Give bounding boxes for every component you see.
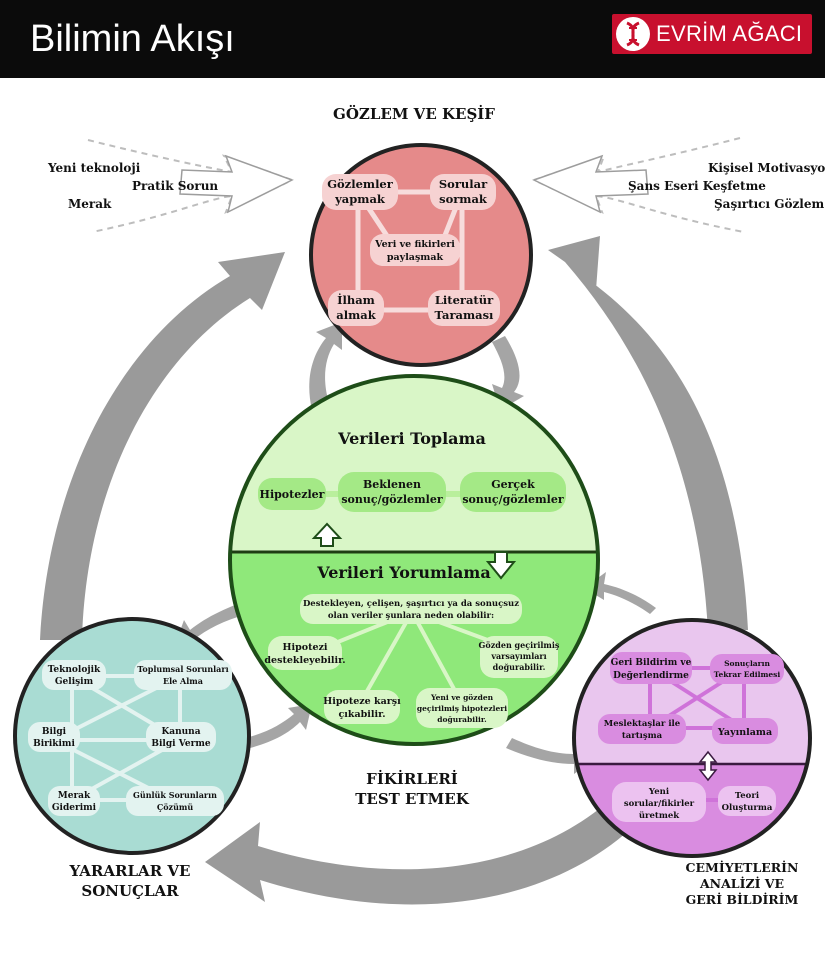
page-title: Bilimin Akışı — [30, 18, 235, 60]
cycle-arrows — [40, 236, 748, 905]
input-curiosity: Merak — [68, 197, 112, 211]
cycle-arrow-bottom — [205, 800, 640, 905]
left-input-arrow — [87, 139, 295, 233]
community-title-line1: CEMİYETLERİN — [686, 860, 799, 875]
evrim-agaci-logo[interactable]: EVRİM AĞACI — [612, 14, 812, 54]
svg-text:Yayınlama: Yayınlama — [717, 727, 772, 738]
collect-title: Verileri Toplama — [337, 429, 486, 448]
down-arrow-icon — [485, 551, 517, 580]
input-practical-problem: Pratik Sorun — [132, 179, 218, 193]
input-new-technology: Yeni teknoloji — [47, 161, 141, 175]
interpret-intro: Destekleyen, çelişen, şaşırtıcı ya da so… — [300, 594, 522, 624]
right-input-arrow — [531, 137, 745, 233]
svg-text:Destekleyen, çelişen, şaşırtıc: Destekleyen, çelişen, şaşırtıcı ya da so… — [303, 599, 519, 621]
cycle-arrow-left — [40, 252, 285, 640]
community-title-line2: ANALİZİ VE — [699, 876, 784, 891]
benefits-title-line1: YARARLAR VE — [69, 862, 191, 880]
observation-title: GÖZLEM VE KEŞİF — [333, 104, 495, 123]
testing-title-line2: TEST ETMEK — [355, 790, 469, 808]
header-bar: Bilimin Akışı EVRİM AĞACI — [0, 0, 825, 78]
cycle-arrow-right — [548, 236, 748, 632]
community-title-line3: GERİ BİLDİRİM — [686, 892, 799, 907]
collect-node-hypotheses: Hipotezler — [258, 478, 326, 510]
community-node-publish: Yayınlama — [712, 718, 778, 744]
svg-text:Hipotezler: Hipotezler — [260, 488, 325, 501]
up-arrow-icon — [311, 522, 343, 547]
double-arrow-icon — [698, 750, 718, 782]
arrow-center-to-community — [506, 738, 594, 774]
connector-arrows — [174, 322, 656, 774]
arrow-observation-to-center — [492, 336, 524, 410]
benefits-title-line2: SONUÇLAR — [81, 882, 179, 900]
arrow-community-to-center — [584, 572, 656, 614]
arrow-benefits-to-center — [246, 704, 312, 748]
interpret-title: Verileri Yorumlama — [316, 563, 490, 582]
testing-title-line1: FİKİRLERİ — [366, 769, 458, 788]
arrow-center-to-observation — [309, 322, 342, 410]
input-surprising-observation: Şaşırtıcı Gözlem — [714, 197, 824, 211]
logo-text: EVRİM AĞACI — [656, 21, 803, 46]
dna-logo-icon — [616, 17, 650, 51]
input-personal-motivation: Kişisel Motivasyon — [708, 161, 825, 175]
input-serendipity: Şans Eseri Keşfetme — [628, 179, 766, 193]
